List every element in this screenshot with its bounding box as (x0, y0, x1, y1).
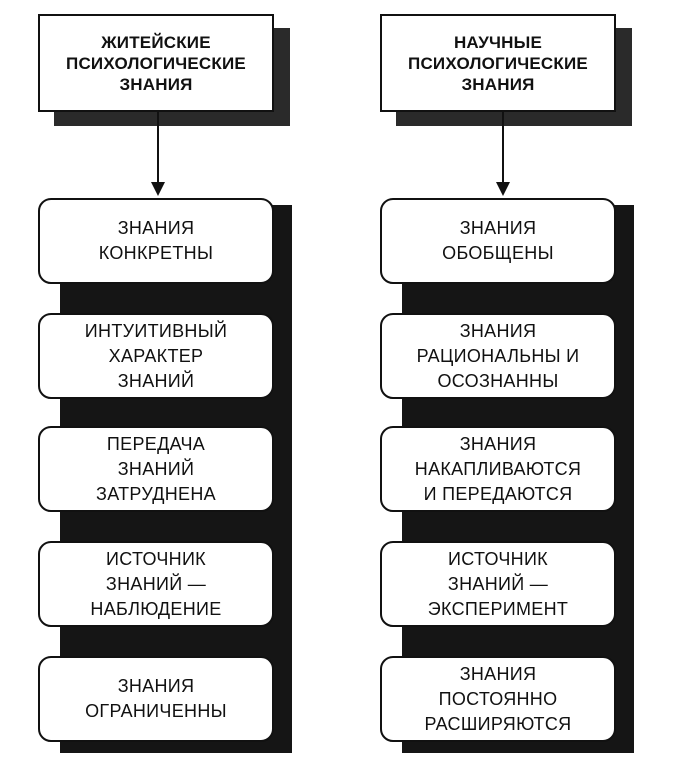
everyday-knowledge-column: ЖИТЕЙСКИЕ ПСИХОЛОГИЧЕСКИЕ ЗНАНИЯ ЗНАНИЯ … (0, 0, 292, 778)
arrow-down-line (157, 112, 159, 186)
box-accumulated: ЗНАНИЯ НАКАПЛИВАЮТСЯ И ПЕРЕДАЮТСЯ (380, 426, 616, 512)
box-line: ОСОЗНАННЫ (437, 370, 559, 391)
box-line: ИСТОЧНИК (106, 548, 206, 569)
box-generalized: ЗНАНИЯ ОБОБЩЕНЫ (380, 198, 616, 284)
header-line: ЗНАНИЯ (119, 74, 193, 94)
arrow-down-icon (151, 182, 165, 196)
box-line: ЗНАНИЙ — (105, 573, 207, 594)
everyday-knowledge-header: ЖИТЕЙСКИЕ ПСИХОЛОГИЧЕСКИЕ ЗНАНИЯ (38, 14, 274, 112)
header-line: ПСИХОЛОГИЧЕСКИЕ (66, 53, 246, 73)
box-line: ЗАТРУДНЕНА (96, 483, 216, 504)
header-line: НАУЧНЫЕ (453, 32, 543, 52)
box-line: ПОСТОЯННО (438, 688, 558, 709)
box-line: НАКАПЛИВАЮТСЯ (414, 458, 582, 479)
box-line: ИНТУИТИВНЫЙ (84, 320, 228, 341)
box-line: ЗНАНИЯ (459, 320, 537, 341)
box-intuitive: ИНТУИТИВНЫЙ ХАРАКТЕР ЗНАНИЙ (38, 313, 274, 399)
box-line: ЗНАНИЯ (117, 218, 195, 238)
header-line: ЗНАНИЯ (461, 74, 535, 94)
box-expanding: ЗНАНИЯ ПОСТОЯННО РАСШИРЯЮТСЯ (380, 656, 616, 742)
box-line: ОБОБЩЕНЫ (442, 243, 554, 263)
box-source-observation: ИСТОЧНИК ЗНАНИЙ — НАБЛЮДЕНИЕ (38, 541, 274, 627)
box-line: ЭКСПЕРИМЕНТ (427, 598, 569, 619)
box-rational: ЗНАНИЯ РАЦИОНАЛЬНЫ И ОСОЗНАННЫ (380, 313, 616, 399)
scientific-knowledge-column: НАУЧНЫЕ ПСИХОЛОГИЧЕСКИЕ ЗНАНИЯ ЗНАНИЯ ОБ… (342, 0, 634, 778)
box-line: НАБЛЮДЕНИЕ (90, 598, 222, 619)
box-line: ЗНАНИЯ (459, 433, 537, 454)
box-line: КОНКРЕТНЫ (98, 243, 214, 263)
arrow-down-line (502, 112, 504, 186)
box-line: ХАРАКТЕР (108, 345, 204, 366)
box-line: РАСШИРЯЮТСЯ (424, 713, 572, 734)
box-line: ЗНАНИЯ (459, 663, 537, 684)
arrow-down-icon (496, 182, 510, 196)
box-line: ПЕРЕДАЧА (106, 433, 206, 454)
header-line: ПСИХОЛОГИЧЕСКИЕ (408, 53, 588, 73)
box-line: ЗНАНИЯ (117, 676, 195, 696)
scientific-knowledge-header: НАУЧНЫЕ ПСИХОЛОГИЧЕСКИЕ ЗНАНИЯ (380, 14, 616, 112)
box-line: РАЦИОНАЛЬНЫ И (416, 345, 580, 366)
box-line: ИСТОЧНИК (448, 548, 548, 569)
box-line: ЗНАНИЙ (117, 370, 195, 391)
box-limited: ЗНАНИЯ ОГРАНИЧЕННЫ (38, 656, 274, 742)
box-line: ЗНАНИЙ — (447, 573, 549, 594)
box-line: И ПЕРЕДАЮТСЯ (423, 483, 573, 504)
box-line: ЗНАНИЯ (459, 218, 537, 238)
box-transfer-difficult: ПЕРЕДАЧА ЗНАНИЙ ЗАТРУДНЕНА (38, 426, 274, 512)
box-line: ЗНАНИЙ (117, 458, 195, 479)
header-line: ЖИТЕЙСКИЕ (101, 32, 211, 52)
box-concrete: ЗНАНИЯ КОНКРЕТНЫ (38, 198, 274, 284)
box-source-experiment: ИСТОЧНИК ЗНАНИЙ — ЭКСПЕРИМЕНТ (380, 541, 616, 627)
box-line: ОГРАНИЧЕННЫ (85, 701, 227, 721)
